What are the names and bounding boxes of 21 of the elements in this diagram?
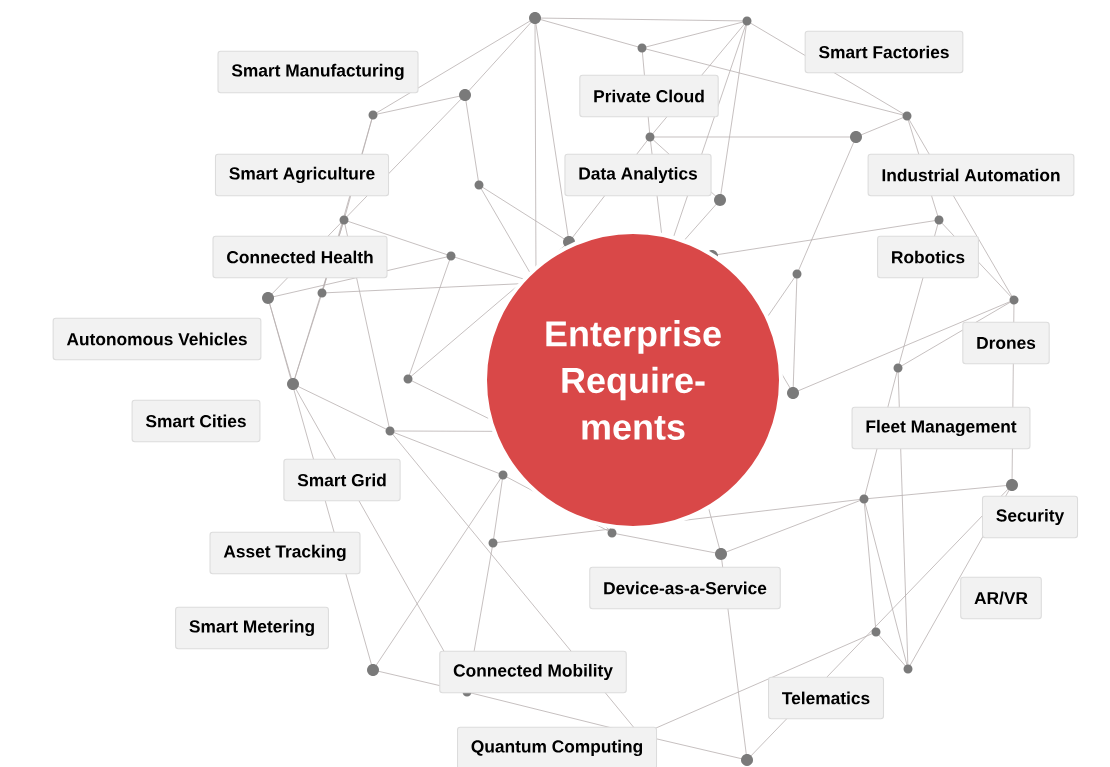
label-box: Smart Grid <box>283 458 401 502</box>
label-box: Telematics <box>767 676 885 720</box>
label-box: Asset Tracking <box>209 531 361 575</box>
label-box: Connected Health <box>212 235 388 279</box>
label-box: Industrial Automation <box>867 153 1075 197</box>
label-box: Robotics <box>877 235 979 279</box>
label-box: Connected Mobility <box>439 650 627 694</box>
label-box: Smart Metering <box>175 606 329 650</box>
label-box: Smart Manufacturing <box>217 50 419 94</box>
label-box: Data Analytics <box>564 153 712 197</box>
label-box: Private Cloud <box>579 74 719 118</box>
label-box: Smart Agriculture <box>214 153 390 197</box>
label-box: Quantum Computing <box>456 726 658 767</box>
label-box: Smart Cities <box>131 399 261 443</box>
label-box: Smart Factories <box>804 30 964 74</box>
label-box: Security <box>981 495 1079 539</box>
label-box: Device-as-a-Service <box>589 566 781 610</box>
label-box: Drones <box>962 321 1050 365</box>
label-box: Fleet Management <box>851 406 1031 450</box>
label-box: AR/VR <box>960 576 1042 620</box>
label-box: Autonomous Vehicles <box>52 317 262 361</box>
